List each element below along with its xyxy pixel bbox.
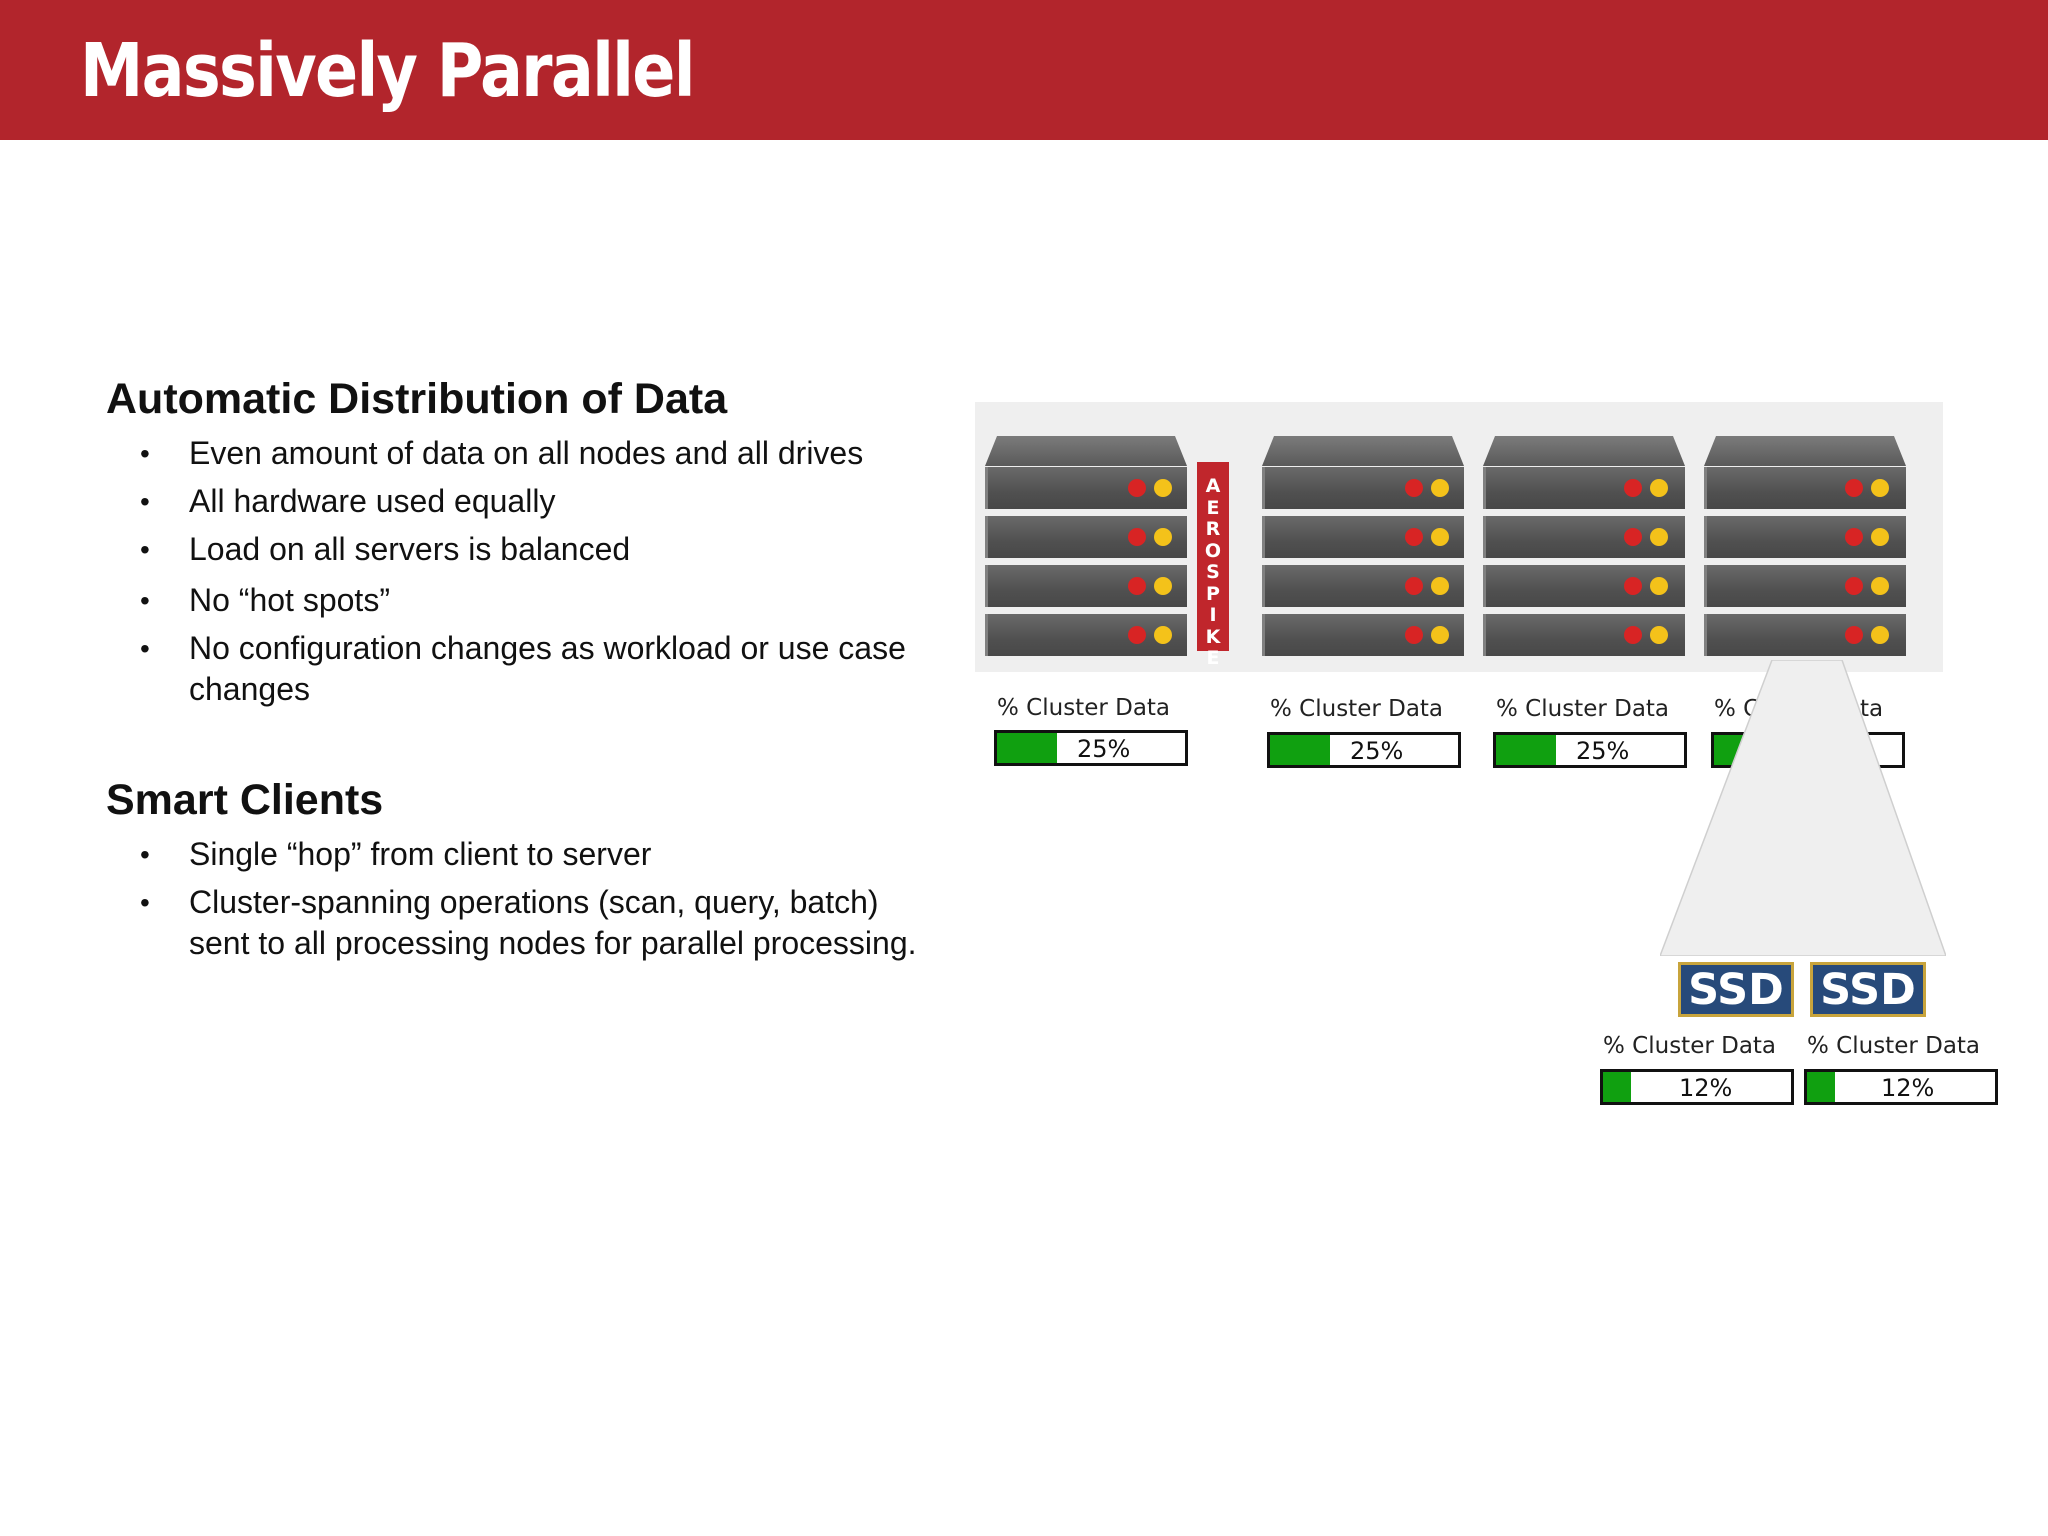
gauge-fill [1496,735,1557,765]
node-3-label: % Cluster Data [1496,696,1670,722]
server-node-2 [1262,436,1464,656]
gauge-fill [1807,1072,1836,1102]
ssd-icon-2: SSD [1810,962,1926,1017]
server-unit [985,467,1187,509]
node-3-gauge: 25% [1493,732,1687,768]
ssd-icon-1: SSD [1678,962,1794,1017]
gauge-fill [1270,735,1331,765]
aerospike-brand-strip [1197,462,1229,651]
bullet-item: No configuration changes as workload or … [140,628,940,710]
server-unit [1262,516,1464,558]
yellow-led-icon [1154,626,1172,644]
server-unit [1262,614,1464,656]
red-led-icon [1128,577,1146,595]
bullet-item: Even amount of data on all nodes and all… [140,433,940,474]
yellow-led-icon [1431,479,1449,497]
server-unit [985,565,1187,607]
server-unit [1483,467,1685,509]
yellow-led-icon [1871,577,1889,595]
yellow-led-icon [1431,528,1449,546]
red-led-icon [1128,528,1146,546]
distribution-bullet-list: Even amount of data on all nodes and all… [140,433,940,710]
yellow-led-icon [1154,479,1172,497]
server-unit [1262,467,1464,509]
server-cap [1262,436,1464,466]
gauge-fill [997,733,1058,763]
slide-title: Massively Parallel [80,28,696,114]
title-bar [0,0,2048,140]
gauge-value: 25% [1350,737,1404,765]
server-unit [1483,614,1685,656]
drive-1-label: % Cluster Data [1603,1033,1777,1059]
yellow-led-icon [1871,626,1889,644]
server-unit [1483,565,1685,607]
yellow-led-icon [1650,577,1668,595]
gauge-value: 12% [1881,1074,1935,1102]
drive-2-label: % Cluster Data [1807,1033,1981,1059]
yellow-led-icon [1154,528,1172,546]
server-unit [1483,516,1685,558]
section-heading-smart-clients: Smart Clients [106,776,384,824]
node-1-label: % Cluster Data [997,695,1171,721]
node-2-label: % Cluster Data [1270,696,1444,722]
red-led-icon [1128,479,1146,497]
server-unit [1704,614,1906,656]
red-led-icon [1845,577,1863,595]
server-unit [1704,467,1906,509]
bullet-item: Single “hop” from client to server [140,834,940,875]
yellow-led-icon [1431,626,1449,644]
yellow-led-icon [1650,626,1668,644]
drive-2-gauge: 12% [1804,1069,1998,1105]
bullet-item: All hardware used equally [140,481,940,522]
server-unit [1262,565,1464,607]
red-led-icon [1405,626,1423,644]
server-unit [985,516,1187,558]
bullet-item: No “hot spots” [140,580,940,621]
server-unit [985,614,1187,656]
section-heading-distribution: Automatic Distribution of Data [106,375,728,423]
node-1-gauge: 25% [994,730,1188,766]
bullet-item: Cluster-spanning operations (scan, query… [140,882,940,964]
server-node-4 [1704,436,1906,656]
aerospike-brand-text: A E R O S P I K E [1204,475,1222,669]
yellow-led-icon [1650,479,1668,497]
red-led-icon [1845,626,1863,644]
yellow-led-icon [1871,528,1889,546]
node-4-label-tail: ta [1860,696,1884,722]
gauge-value: 25% [1077,735,1131,763]
yellow-led-icon [1650,528,1668,546]
drive-1-gauge: 12% [1600,1069,1794,1105]
yellow-led-icon [1871,479,1889,497]
smart-clients-bullet-list: Single “hop” from client to server Clust… [140,834,940,964]
red-led-icon [1624,479,1642,497]
server-unit [1704,565,1906,607]
gauge-value: 12% [1679,1074,1733,1102]
zoom-cone [1660,660,1946,956]
gauge-fill [1603,1072,1632,1102]
bullet-item: Load on all servers is balanced [140,529,940,570]
red-led-icon [1845,528,1863,546]
server-node-1 [985,436,1187,656]
red-led-icon [1624,528,1642,546]
server-cap [1483,436,1685,466]
server-cap [1704,436,1906,466]
red-led-icon [1128,626,1146,644]
red-led-icon [1845,479,1863,497]
red-led-icon [1624,626,1642,644]
red-led-icon [1405,577,1423,595]
yellow-led-icon [1154,577,1172,595]
red-led-icon [1624,577,1642,595]
red-led-icon [1405,528,1423,546]
server-node-3 [1483,436,1685,656]
server-cap [985,436,1187,466]
node-2-gauge: 25% [1267,732,1461,768]
zoom-cone-shape [1660,660,1946,956]
server-unit [1704,516,1906,558]
gauge-value: 25% [1576,737,1630,765]
red-led-icon [1405,479,1423,497]
yellow-led-icon [1431,577,1449,595]
